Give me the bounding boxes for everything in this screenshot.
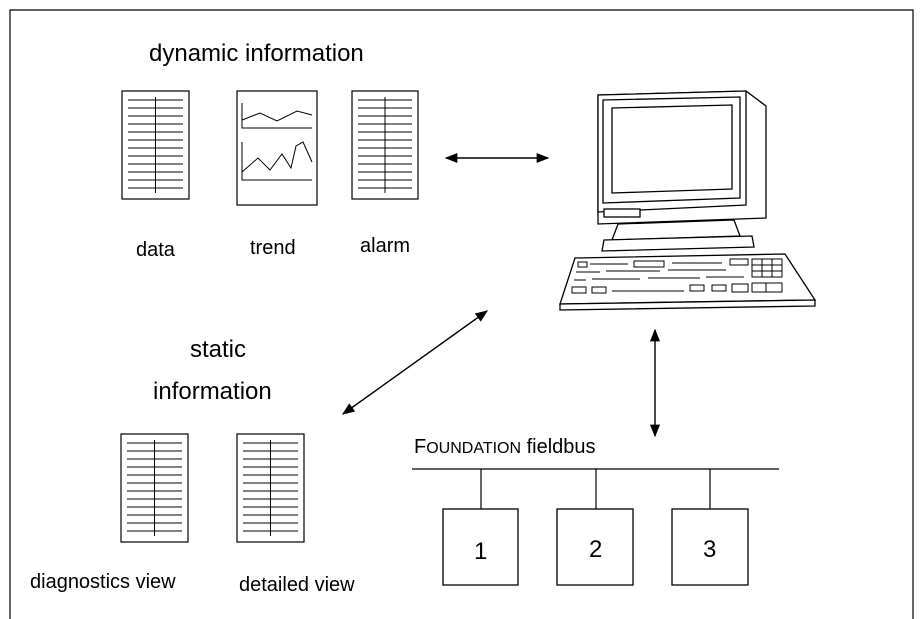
device-number-2: 2 bbox=[589, 536, 603, 563]
computer-workstation-icon bbox=[559, 90, 817, 311]
alarm-document-icon bbox=[351, 90, 419, 200]
diagnostics-view-caption: diagnostics view bbox=[30, 571, 176, 593]
detailed-view-document-icon bbox=[236, 433, 305, 543]
data-caption: data bbox=[136, 239, 175, 261]
dynamic-information-heading: dynamic information bbox=[149, 40, 364, 67]
fieldbus-label-prefix: F bbox=[414, 436, 427, 458]
device-box-2 bbox=[556, 508, 634, 586]
fieldbus-label-smallcaps: OUNDATION bbox=[426, 440, 522, 457]
diagram-frame bbox=[9, 9, 914, 619]
fieldbus-label: FOUNDATION fieldbus bbox=[414, 437, 596, 457]
trend-document-icon bbox=[236, 90, 318, 206]
device-number-1: 1 bbox=[474, 538, 488, 565]
alarm-caption: alarm bbox=[360, 235, 411, 257]
device-box-3 bbox=[671, 508, 749, 586]
device-number-3: 3 bbox=[703, 536, 717, 563]
static-information-heading-line2: information bbox=[153, 378, 272, 405]
trend-caption: trend bbox=[250, 237, 296, 259]
data-document-icon bbox=[121, 90, 190, 200]
arrow-static-computer bbox=[341, 310, 489, 415]
diagnostics-view-document-icon bbox=[120, 433, 189, 543]
fieldbus-label-suffix: fieldbus bbox=[521, 436, 596, 458]
detailed-view-caption: detailed view bbox=[239, 574, 355, 596]
static-information-heading-line1: static bbox=[190, 336, 247, 363]
device-box-1 bbox=[442, 508, 519, 586]
